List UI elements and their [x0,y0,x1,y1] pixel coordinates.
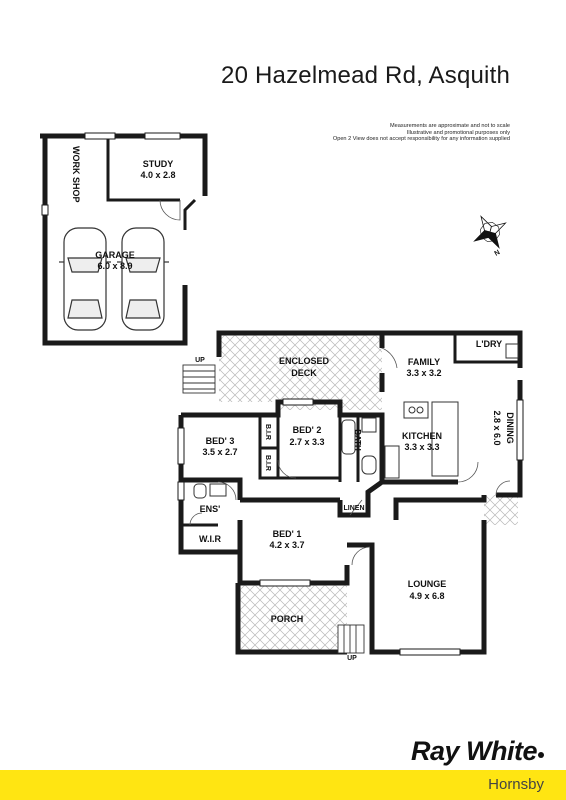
room-size-dining: 2.8 x 6.0 [492,410,502,445]
property-address: 20 Hazelmead Rd, Asquith [221,62,510,89]
room-size-bed3: 3.5 x 2.7 [202,447,237,457]
garage-windows [41,132,181,216]
stairs-deck [182,364,216,394]
stairs-up-label-deck: UP [195,357,205,364]
car-right [117,227,169,331]
room-label-study: STUDY [143,159,174,169]
dining-deck-floor [484,495,518,525]
door-swings [189,347,511,566]
room-label-bath: BATH [353,429,362,451]
room-label-ensuite: ENS' [200,504,221,514]
disclaimer-line: Measurements are approximate and not to … [389,123,510,129]
stairs-up-label-porch: UP [347,655,357,662]
room-size-garage: 6.0 x 8.9 [97,261,132,271]
room-label-wir: W.I.R [199,534,221,544]
office-name: Hornsby [488,776,544,793]
room-label-bed3: BED' 3 [206,436,235,446]
room-label-family: FAMILY [408,357,440,367]
disclaimer-line: Open 2 View does not accept responsibili… [332,136,510,143]
room-label-bed2: BED' 2 [293,425,322,435]
room-label-bir-lower: B.I.R [264,455,271,471]
room-label-workshop: WORK SHOP [71,146,81,203]
room-label-garage: GARAGE [95,250,135,260]
room-label-porch: PORCH [271,614,304,624]
car-left [59,227,111,331]
room-size-bed2: 2.7 x 3.3 [289,437,324,447]
room-label-enclosed-deck-2: DECK [291,368,317,378]
room-label-kitchen: KITCHEN [402,431,442,441]
brand-logo: Ray White [411,736,544,767]
room-size-kitchen: 3.3 x 3.3 [404,442,439,452]
room-label-dining: DINING [505,412,515,444]
house-windows [177,398,524,656]
room-size-lounge: 4.9 x 6.8 [409,591,444,601]
compass-icon [473,215,507,249]
interior-walls [238,415,360,500]
room-label-enclosed-deck: ENCLOSED [279,356,330,366]
room-size-study: 4.0 x 2.8 [140,170,175,180]
disclaimer-line: Illustrative and promotional purposes on… [406,129,510,136]
brand-dot-icon [538,752,544,758]
office-bar: Hornsby [0,770,566,800]
brand-name: Ray White [410,736,538,766]
fixtures [193,343,519,499]
room-size-bed1: 4.2 x 3.7 [269,540,304,550]
study-door-swing [159,199,181,221]
room-label-bed1: BED' 1 [273,529,302,539]
room-label-laundry: L'DRY [476,339,502,349]
room-label-linen: LINEN [344,505,365,512]
room-size-family: 3.3 x 3.2 [406,368,441,378]
room-label-lounge: LOUNGE [408,579,447,589]
enclosed-deck-floor [219,333,382,410]
stairs-porch [337,624,365,654]
compass-north-label: N [494,249,502,258]
disclaimer: Measurements are approximate and not to … [250,123,510,143]
room-label-bir-upper: B.I.R [264,424,271,440]
porch-floor [238,583,347,652]
